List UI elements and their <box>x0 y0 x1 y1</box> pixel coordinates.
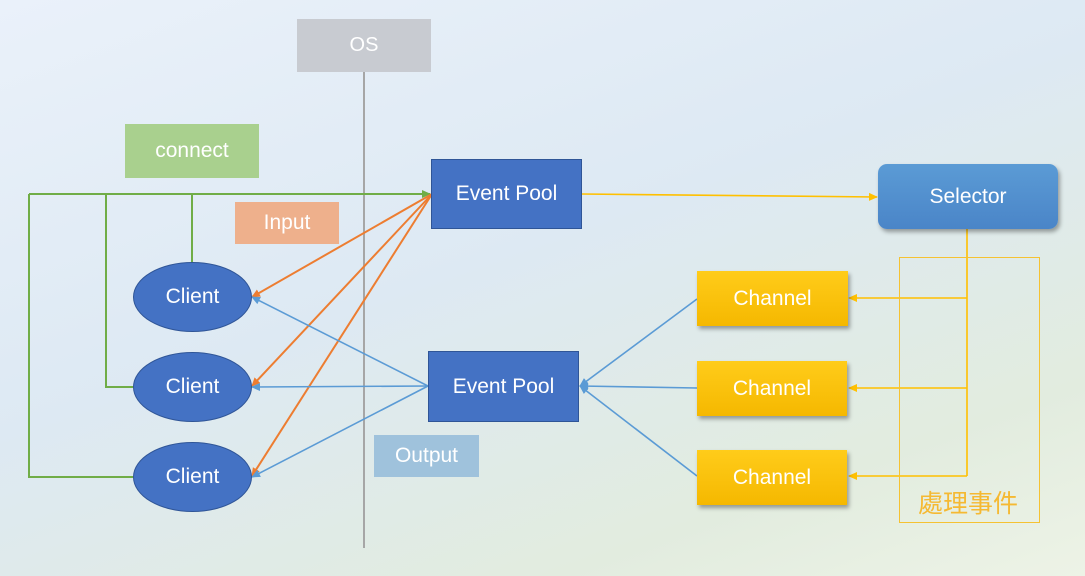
input-label-text: Input <box>263 211 311 234</box>
channel-3-to-event-pool-arrow <box>579 385 698 477</box>
output-arrow-client-3 <box>251 385 429 478</box>
client-node-2: Client <box>133 352 252 422</box>
event-pool-to-selector-arrow <box>580 192 878 201</box>
client-node-1: Client <box>133 262 252 332</box>
channel-node-3: Channel <box>697 450 847 505</box>
connect-label-text: connect <box>155 139 229 162</box>
output-label: Output <box>374 435 479 477</box>
connect-line-client-3 <box>28 194 133 478</box>
connect-line-client-2 <box>105 194 133 388</box>
output-arrow-client-1 <box>251 296 429 387</box>
os-label: OS <box>349 34 379 56</box>
client-label: Client <box>165 465 220 488</box>
input-label: Input <box>235 202 339 244</box>
event-pool-input-label: Event Pool <box>455 182 558 205</box>
channel-1-to-event-pool-arrow <box>579 298 698 387</box>
output-arrow-client-2 <box>251 382 429 391</box>
channel-2-to-event-pool-arrow <box>579 382 698 391</box>
selector-node: Selector <box>878 164 1058 229</box>
client-label: Client <box>165 375 220 398</box>
client-label: Client <box>165 285 220 308</box>
client-node-3: Client <box>133 442 252 512</box>
selector-label: Selector <box>929 184 1007 208</box>
channel-label: Channel <box>732 376 812 400</box>
handle-events-label: 處理事件 <box>918 489 1019 518</box>
channel-label: Channel <box>733 286 812 310</box>
input-arrow-client-1 <box>251 193 433 298</box>
event-pool-output: Event Pool <box>428 351 579 422</box>
os-box: OS <box>297 19 431 72</box>
event-pool-output-label: Event Pool <box>452 374 555 398</box>
output-label-text: Output <box>394 444 459 467</box>
channel-node-1: Channel <box>697 271 848 326</box>
connect-label: connect <box>125 124 259 178</box>
handle-events-box <box>899 257 1040 523</box>
channel-node-2: Channel <box>697 361 847 416</box>
input-arrow-client-3 <box>251 193 433 477</box>
input-arrow-client-2 <box>251 193 433 387</box>
event-pool-input: Event Pool <box>431 159 582 229</box>
channel-label: Channel <box>732 465 812 489</box>
